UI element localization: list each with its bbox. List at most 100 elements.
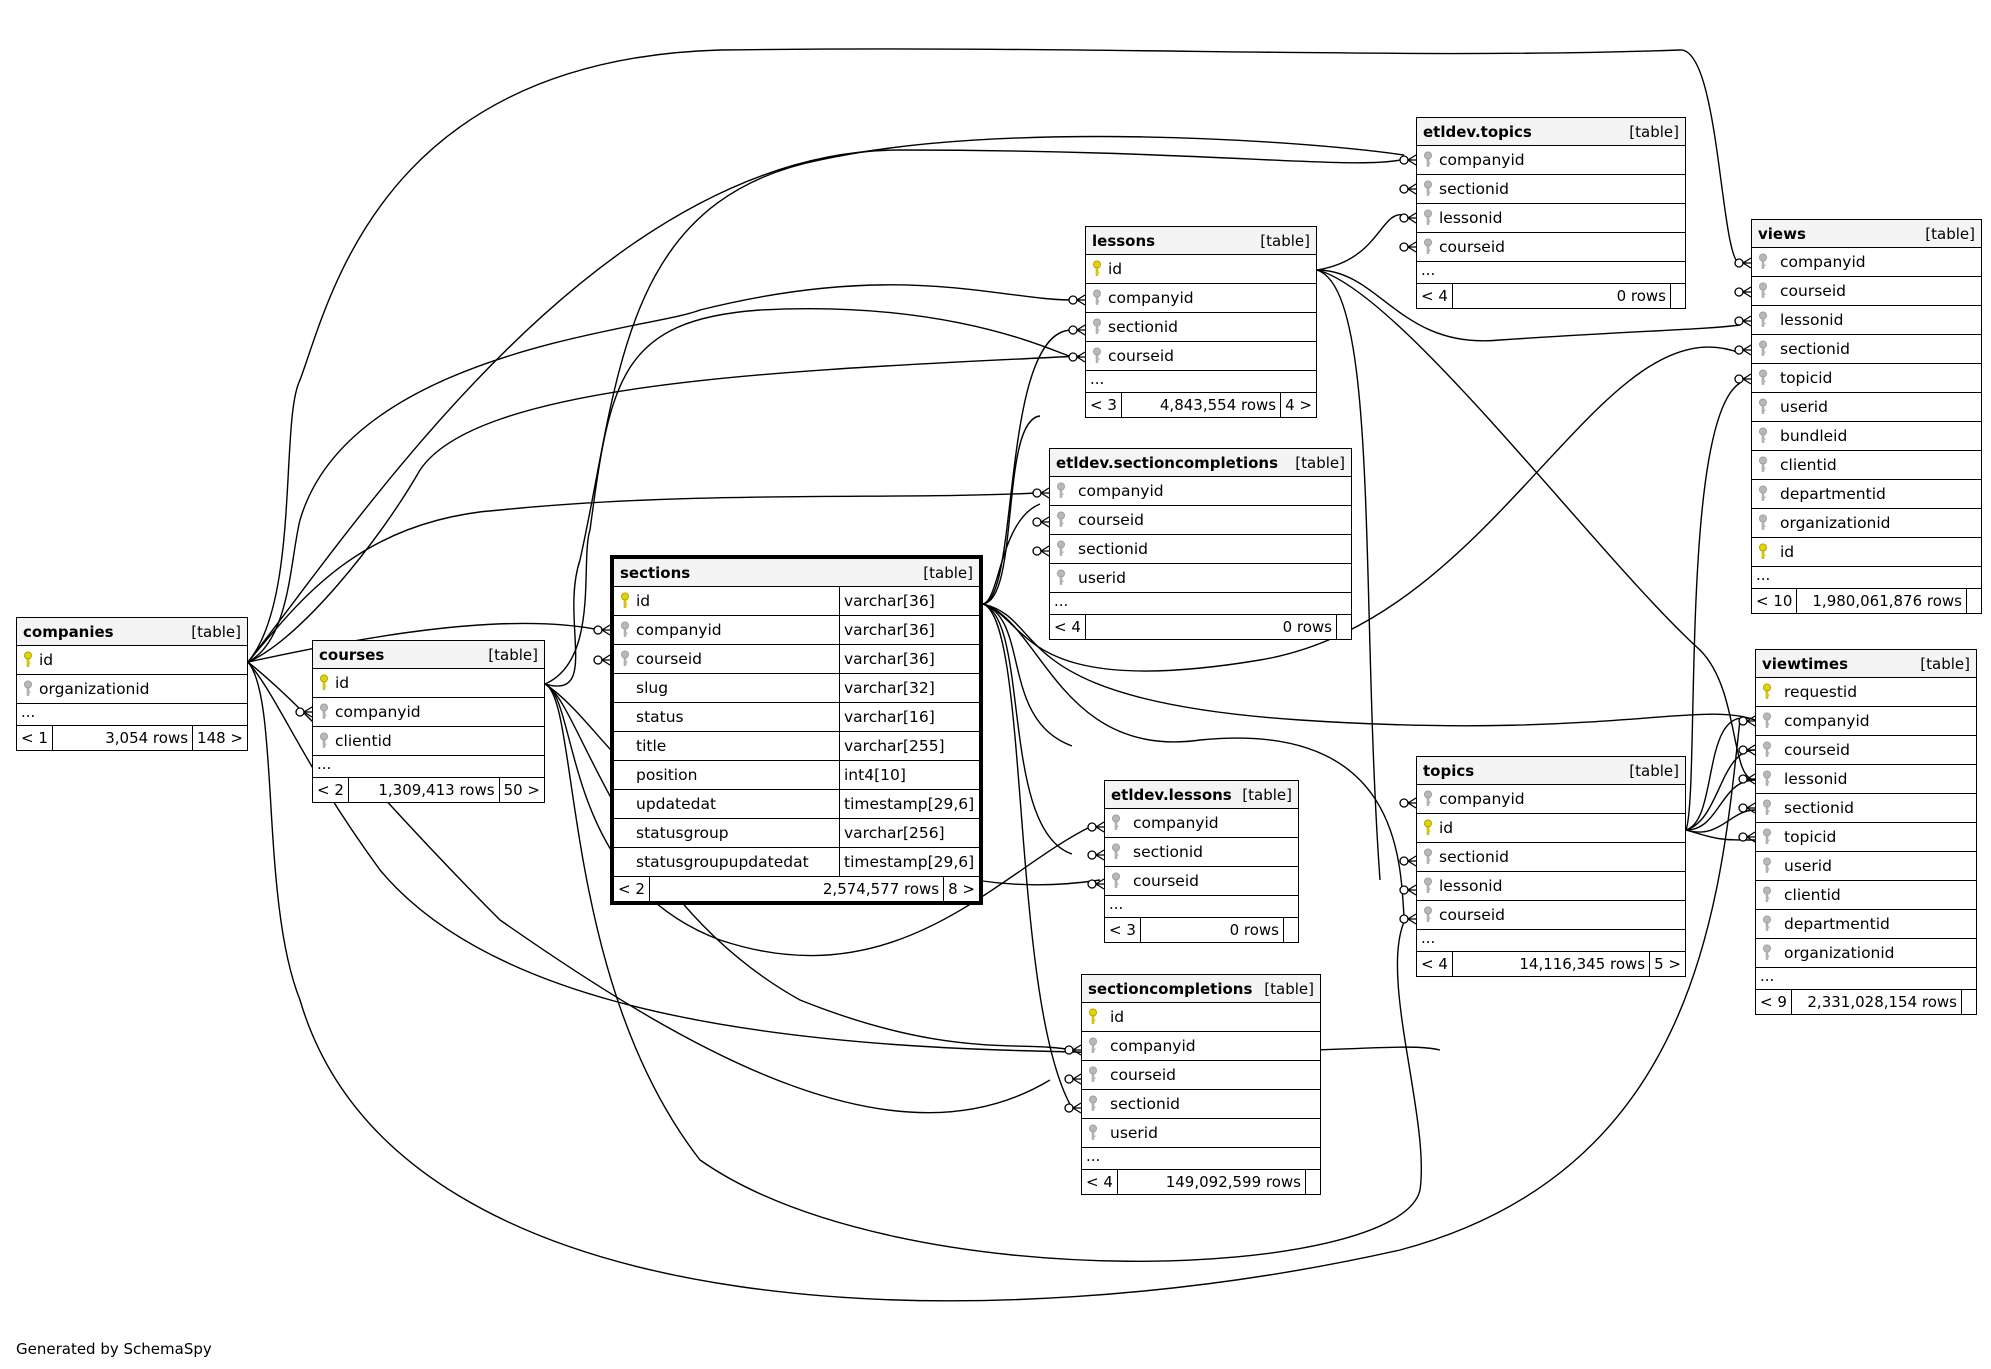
column-row[interactable]: courseid [1050,506,1351,535]
children-link[interactable]: 5 > [1654,955,1681,973]
more-columns[interactable]: ... [1752,567,1981,589]
children-link[interactable]: 4 > [1285,396,1312,414]
column-row[interactable]: companyid [1105,809,1298,838]
column-row[interactable]: id [1086,255,1316,284]
column-row[interactable]: clientid [313,727,544,756]
more-columns[interactable]: ... [1417,262,1685,284]
column-row[interactable]: userid [1050,564,1351,593]
column-row[interactable]: companyid [1756,707,1976,736]
column-row[interactable]: courseid [1086,342,1316,371]
column-row[interactable]: clientid [1756,881,1976,910]
column-row[interactable]: sectionid [1417,843,1685,872]
table-etldev-sectioncompletions[interactable]: etldev.sectioncompletions[table]companyi… [1049,448,1352,640]
more-columns[interactable]: ... [1105,896,1298,918]
table-header[interactable]: etldev.lessons[table] [1105,781,1298,809]
column-row[interactable]: clientid [1752,451,1981,480]
column-row[interactable]: id [1752,538,1981,567]
column-row[interactable]: sectionid [1082,1090,1320,1119]
parents-link[interactable]: < 9 [1756,990,1792,1014]
table-header[interactable]: sections[table] [614,559,979,587]
children-link[interactable] [1967,589,1981,613]
column-row[interactable]: userid [1756,852,1976,881]
children-link[interactable] [1306,1170,1320,1194]
parents-link[interactable]: < 2 [614,877,650,901]
column-row[interactable]: courseid [1417,233,1685,262]
parents-link[interactable]: < 4 [1050,615,1086,639]
column-row[interactable]: bundleid [1752,422,1981,451]
column-row[interactable]: topicid [1756,823,1976,852]
table-header[interactable]: etldev.sectioncompletions[table] [1050,449,1351,477]
more-columns[interactable]: ... [1050,593,1351,615]
column-row[interactable]: lessonid [1417,204,1685,233]
column-row[interactable]: companyid [313,698,544,727]
column-row[interactable]: courseid [1105,867,1298,896]
table-header[interactable]: companies[table] [17,618,247,646]
column-row[interactable]: companyid [1417,785,1685,814]
column-row[interactable]: organizationid [1752,509,1981,538]
column-row[interactable]: userid [1082,1119,1320,1148]
more-columns[interactable]: ... [17,704,247,726]
column-row[interactable]: departmentid [1756,910,1976,939]
parents-link[interactable]: < 3 [1105,918,1141,942]
more-columns[interactable]: ... [313,756,544,778]
column-row[interactable]: id [1417,814,1685,843]
column-row[interactable]: companyid [1082,1032,1320,1061]
column-row[interactable]: lessonid [1756,765,1976,794]
table-header[interactable]: sectioncompletions[table] [1082,975,1320,1003]
column-row[interactable]: departmentid [1752,480,1981,509]
column-row[interactable]: sectionid [1050,535,1351,564]
column-row[interactable]: userid [1752,393,1981,422]
children-link[interactable] [1284,918,1298,942]
column-row[interactable]: courseid [1756,736,1976,765]
table-header[interactable]: topics[table] [1417,757,1685,785]
parents-link[interactable]: < 1 [17,726,53,750]
column-row[interactable]: companyid [1050,477,1351,506]
column-row[interactable]: organizationid [1756,939,1976,968]
column-row[interactable]: sectionid [1756,794,1976,823]
table-header[interactable]: lessons[table] [1086,227,1316,255]
column-row[interactable]: lessonid [1752,306,1981,335]
table-header[interactable]: viewtimes[table] [1756,650,1976,678]
column-row[interactable]: topicid [1752,364,1981,393]
more-columns[interactable]: ... [1082,1148,1320,1170]
parents-link[interactable]: < 2 [313,778,349,802]
column-row[interactable]: lessonid [1417,872,1685,901]
column-row[interactable]: organizationid [17,675,247,704]
children-link[interactable]: 50 > [503,781,540,799]
children-link[interactable] [1962,990,1976,1014]
column-row[interactable]: courseid [1752,277,1981,306]
column-row[interactable]: courseid [1417,901,1685,930]
column-row[interactable]: companyid [1086,284,1316,313]
column-row[interactable]: sectionid [1417,175,1685,204]
children-link[interactable] [1671,284,1685,308]
column-row[interactable]: requestid [1756,678,1976,707]
column-row[interactable]: sectionid [1086,313,1316,342]
column-row[interactable]: companyid [1752,248,1981,277]
children-link[interactable]: 8 > [948,880,975,898]
table-header[interactable]: etldev.topics[table] [1417,118,1685,146]
column-row[interactable]: companyid [1417,146,1685,175]
more-columns[interactable]: ... [1086,371,1316,393]
column-row[interactable]: sectionid [1752,335,1981,364]
table-header[interactable]: courses[table] [313,641,544,669]
children-link[interactable]: 148 > [197,729,243,747]
parents-link[interactable]: < 4 [1417,284,1453,308]
